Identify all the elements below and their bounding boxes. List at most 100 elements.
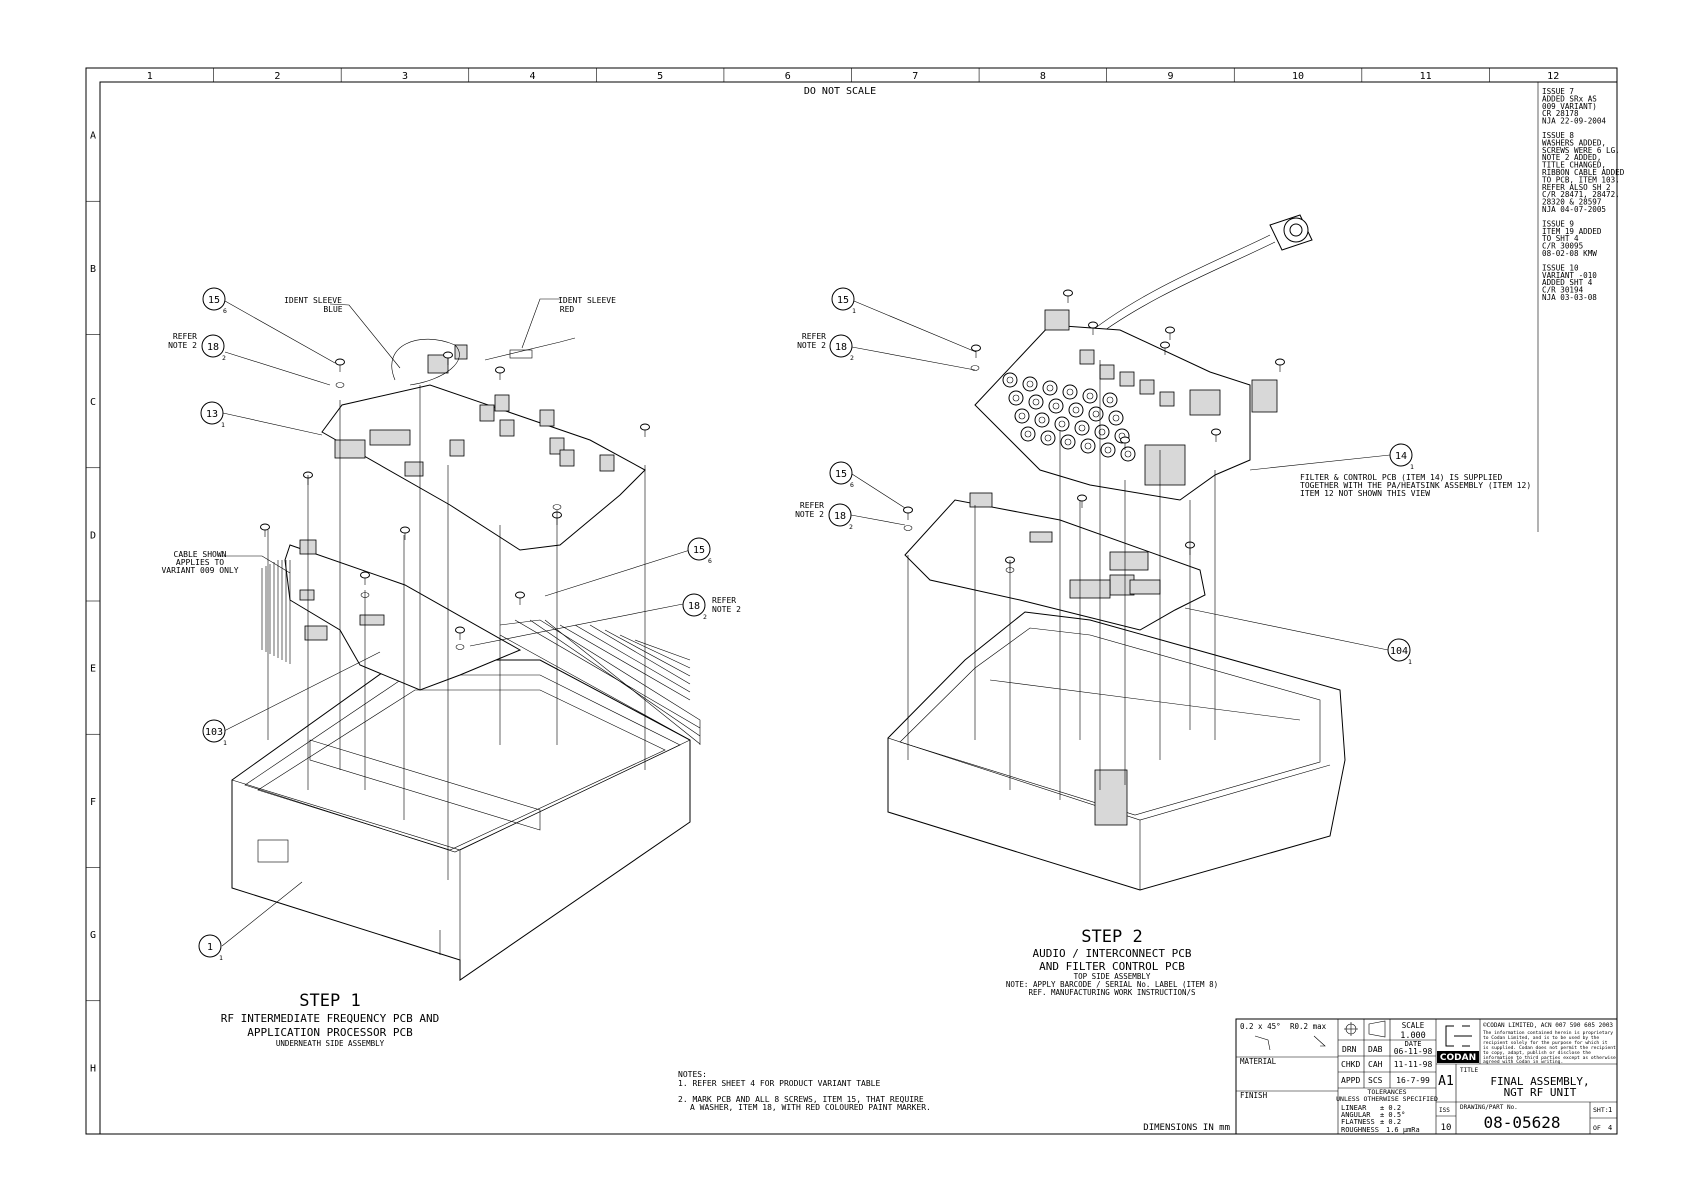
proprietary-6: information to third parties except as o… xyxy=(1483,1055,1616,1061)
item-balloon: 141 xyxy=(1389,443,1414,471)
item-balloon: 182 xyxy=(682,593,707,621)
revision-line: ADDED SHT 4 xyxy=(1542,278,1593,287)
chkd-date: 11-11-98 xyxy=(1394,1060,1433,1069)
column-label: 6 xyxy=(785,71,791,82)
step1-callouts: IDENT SLEEVE BLUE IDENT SLEEVE RED REFER… xyxy=(161,296,741,614)
scale-label: SCALE xyxy=(1402,1021,1425,1030)
item-balloon: 151 xyxy=(831,287,856,315)
radius-symbol xyxy=(1313,1035,1326,1047)
step1-pcb-13 xyxy=(321,384,646,551)
codan-logo-text: CODAN xyxy=(1440,1053,1476,1063)
column-label: 1 xyxy=(147,71,153,82)
material-label: MATERIAL xyxy=(1240,1057,1277,1066)
balloon-item-number: 18 xyxy=(688,601,700,612)
column-label: 2 xyxy=(274,71,280,82)
linear-value: ± 0.2 xyxy=(1380,1104,1401,1112)
column-label: 5 xyxy=(657,71,663,82)
item-balloon: 156 xyxy=(829,461,854,489)
step2-line5: REF. MANUFACTURING WORK INSTRUCTION/S xyxy=(1028,988,1196,997)
step2-exploded-view xyxy=(887,214,1346,891)
revision-line: ISSUE 10 xyxy=(1542,263,1579,272)
step1-line2: APPLICATION PROCESSOR PCB xyxy=(247,1026,413,1039)
appd-label: APPD xyxy=(1341,1076,1360,1085)
angular-value: ± 0.5° xyxy=(1380,1111,1405,1119)
revision-line: SCREWS WERE 6 LG, xyxy=(1542,146,1620,155)
tolerances-subheading: UNLESS OTHERWISE SPECIFIED xyxy=(1336,1095,1438,1103)
row-label: B xyxy=(90,264,96,275)
step2-line1: AUDIO / INTERCONNECT PCB xyxy=(1033,947,1192,960)
dimensions-note: DIMENSIONS IN mm xyxy=(1143,1123,1230,1133)
cable-shown-note-2: APPLIES TO xyxy=(176,558,224,567)
revision-line: C/R 30095 xyxy=(1542,242,1583,251)
revision-line: TITLE CHANGED, xyxy=(1542,161,1606,170)
balloon-item-number: 15 xyxy=(208,295,220,306)
item-balloon: 182 xyxy=(829,334,854,362)
ident-sleeve-red-label: IDENT SLEEVE xyxy=(558,296,616,305)
roughness-label: ROUGHNESS xyxy=(1341,1126,1379,1134)
balloon-item-number: 14 xyxy=(1395,451,1407,462)
balloon-item-number: 103 xyxy=(205,727,223,738)
row-label: H xyxy=(90,1063,96,1074)
proprietary-3: recipient solely for the purpose for whi… xyxy=(1483,1040,1608,1046)
balloon-quantity: 1 xyxy=(219,954,223,962)
step2-chassis xyxy=(887,611,1346,891)
column-label: 7 xyxy=(912,71,918,82)
balloon-item-number: 15 xyxy=(835,469,847,480)
row-label: C xyxy=(90,397,96,408)
proprietary-1: The information contained herein is prop… xyxy=(1483,1030,1613,1036)
step2-callouts: REFER NOTE 2 REFER NOTE 2 FILTER & CONTR… xyxy=(795,332,1531,519)
proprietary-2: to Codan Limited, and is to be used by t… xyxy=(1483,1035,1599,1041)
flatness-label: FLATNESS xyxy=(1341,1118,1375,1126)
drawing-title-1: FINAL ASSEMBLY, xyxy=(1490,1075,1589,1088)
step2-pcb-14-components xyxy=(1044,309,1278,486)
step2-caption: STEP 2 AUDIO / INTERCONNECT PCB AND FILT… xyxy=(1006,927,1218,997)
balloon-quantity: 2 xyxy=(222,354,226,362)
tolerances-heading: TOLERANCES xyxy=(1367,1088,1406,1096)
issue-number: 10 xyxy=(1441,1123,1452,1133)
step2-pcb-104-components xyxy=(969,492,1161,599)
chkd-by: CAH xyxy=(1368,1060,1383,1069)
balloon-item-number: 15 xyxy=(837,295,849,306)
step1-caption: STEP 1 RF INTERMEDIATE FREQUENCY PCB AND… xyxy=(221,991,440,1048)
revision-line: ISSUE 9 xyxy=(1542,219,1574,228)
item-balloon: 182 xyxy=(201,334,226,362)
revision-line: ISSUE 8 xyxy=(1542,131,1574,140)
item-balloon: 11 xyxy=(198,934,223,962)
filter-pcb-note-1: FILTER & CONTROL PCB (ITEM 14) IS SUPPLI… xyxy=(1300,473,1502,482)
codan-logo: CODAN xyxy=(1437,1020,1479,1063)
step2-connector xyxy=(1269,214,1313,251)
step2-refer-note-a: REFER xyxy=(802,332,826,341)
note-1: 1. REFER SHEET 4 FOR PRODUCT VARIANT TAB… xyxy=(678,1079,880,1088)
column-label: 12 xyxy=(1547,71,1559,82)
general-notes: NOTES: 1. REFER SHEET 4 FOR PRODUCT VARI… xyxy=(678,1070,1230,1133)
revision-line: 08-02-08 KMW xyxy=(1542,249,1597,258)
step1-line3: UNDERNEATH SIDE ASSEMBLY xyxy=(276,1039,385,1048)
step1-refer-right-b: NOTE 2 xyxy=(712,605,741,614)
flatness-value: ± 0.2 xyxy=(1380,1118,1401,1126)
sheet-size: A1 xyxy=(1438,1074,1454,1089)
drn-date: 06-11-98 xyxy=(1394,1047,1433,1056)
row-label: F xyxy=(90,797,96,808)
drn-label: DRN xyxy=(1342,1045,1357,1054)
proprietary-4: is supplied. Codan does not permit the r… xyxy=(1483,1045,1616,1051)
revision-line: 28320 & 28597 xyxy=(1542,198,1601,207)
row-ticks xyxy=(86,200,100,1002)
revision-line: REFER ALSO SH 2 xyxy=(1542,183,1611,192)
ident-sleeve-blue-color: BLUE xyxy=(323,305,342,314)
cable-shown-note-1: CABLE SHOWN xyxy=(174,550,227,559)
balloon-quantity: 1 xyxy=(852,307,856,315)
drn-by: DAB xyxy=(1368,1045,1383,1054)
sheet-label: SHT: xyxy=(1593,1106,1609,1114)
balloon-item-number: 18 xyxy=(834,511,846,522)
step1-refer-note-a: REFER xyxy=(173,332,197,341)
proprietary-5: to copy, adapt, publish or disclose the xyxy=(1483,1050,1591,1056)
appd-by: SCS xyxy=(1368,1076,1383,1085)
step2-assembly-lines xyxy=(907,360,1216,800)
revision-line: RIBBON CABLE ADDED xyxy=(1542,168,1625,177)
drawing-title-2: NGT RF UNIT xyxy=(1504,1086,1577,1099)
revision-line: C/R 28471, 28472, xyxy=(1542,190,1620,199)
revision-line: VARIANT -010 xyxy=(1542,271,1597,280)
